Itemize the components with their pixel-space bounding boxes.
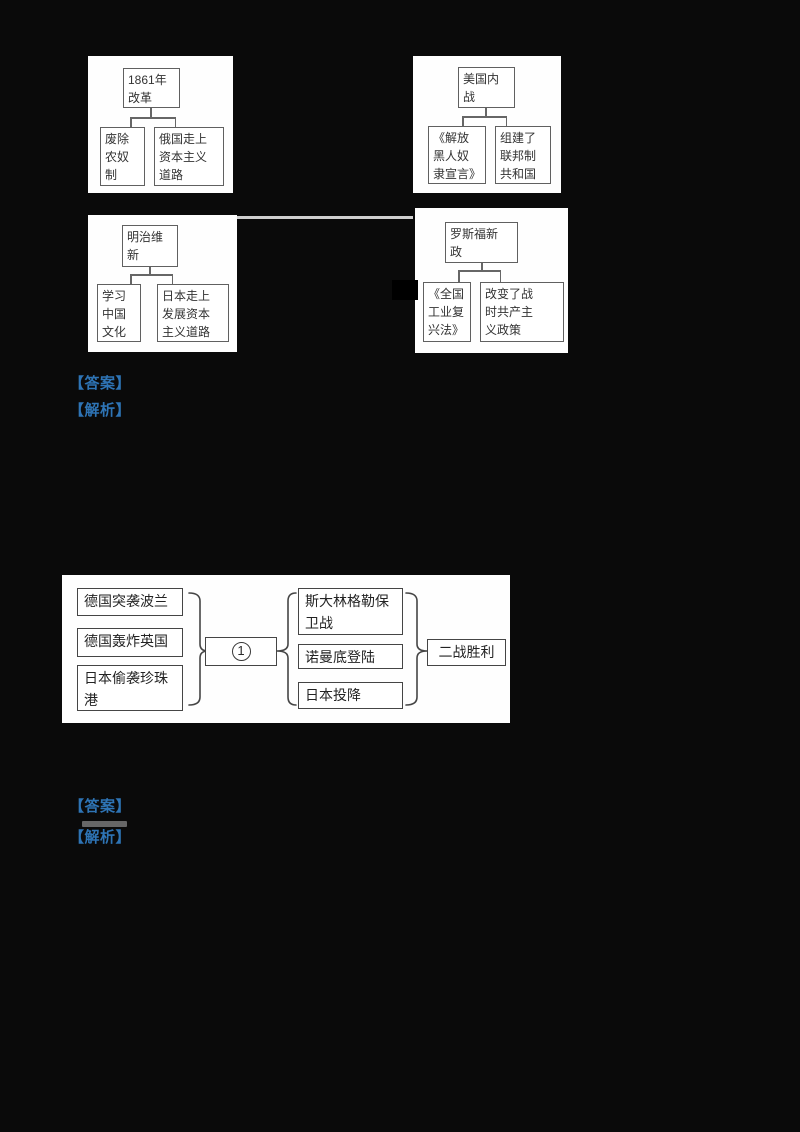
connector-line [485, 108, 487, 117]
flowchart-root-box: 明治维 新 [122, 225, 178, 267]
connector-line [130, 117, 132, 128]
circled-number-node: 1 [205, 637, 277, 666]
circled-one-icon: 1 [231, 642, 251, 661]
flowchart-panel-meiji: 明治维 新 学习 中国 文化 日本走上 发展资本 主义道路 [88, 215, 237, 352]
redaction-square [392, 280, 418, 300]
connector-line [458, 270, 460, 282]
flowchart-child-box: 改变了战 时共产主 义政策 [480, 282, 564, 342]
flowchart-child-box: 废除 农奴 制 [100, 127, 145, 186]
scan-smudge [82, 821, 127, 827]
connector-line [462, 116, 507, 118]
flowchart-panel-reform-1861: 1861年 改革 废除 农奴 制 俄国走上 资本主义 道路 [88, 56, 233, 193]
connector-line [130, 117, 176, 119]
flowchart-child-box: 俄国走上 资本主义 道路 [154, 127, 224, 186]
flowchart-child-box: 组建了 联邦制 共和国 [495, 126, 551, 184]
answer-label: 【答案】 [69, 375, 132, 392]
scan-artifact-strip [237, 216, 413, 219]
flowchart-panel-ww2: 德国突袭波兰 德国轰炸英国 日本偷袭珍珠 港 1 斯大林格勒保 卫战 诺曼底登陆… [62, 575, 510, 723]
connector-line [462, 116, 464, 126]
connector-line [149, 267, 151, 275]
connector-line [150, 108, 152, 118]
analysis-label: 【解析】 [69, 829, 132, 846]
connector-line [458, 270, 501, 272]
flowchart-child-box: 《解放 黑人奴 隶宣言》 [428, 126, 486, 184]
connector-line [499, 270, 501, 282]
answer-label: 【答案】 [69, 798, 132, 815]
event-box: 诺曼底登陆 [298, 644, 403, 669]
connector-line [130, 274, 173, 276]
flowchart-child-box: 《全国 工业复 兴法》 [423, 282, 471, 342]
event-box: 日本投降 [298, 682, 403, 709]
connector-line [481, 263, 483, 271]
flowchart-child-box: 学习 中国 文化 [97, 284, 141, 342]
flowchart-panel-us-civil-war: 美国内 战 《解放 黑人奴 隶宣言》 组建了 联邦制 共和国 [413, 56, 561, 193]
flowchart-root-box: 1861年 改革 [123, 68, 180, 108]
event-box: 斯大林格勒保 卫战 [298, 588, 403, 635]
flowchart-panel-new-deal: 罗斯福新 政 《全国 工业复 兴法》 改变了战 时共产主 义政策 [415, 208, 568, 353]
connector-line [130, 274, 132, 285]
flowchart-root-box: 罗斯福新 政 [445, 222, 518, 263]
outcome-box: 二战胜利 [427, 639, 506, 666]
connector-line [505, 116, 507, 126]
analysis-label: 【解析】 [69, 402, 132, 419]
cause-box: 德国突袭波兰 [77, 588, 183, 616]
flowchart-root-box: 美国内 战 [458, 67, 515, 108]
flowchart-child-box: 日本走上 发展资本 主义道路 [157, 284, 229, 342]
cause-box: 日本偷袭珍珠 港 [77, 665, 183, 711]
cause-box: 德国轰炸英国 [77, 628, 183, 657]
connector-line [174, 117, 176, 128]
connector-line [171, 274, 173, 285]
